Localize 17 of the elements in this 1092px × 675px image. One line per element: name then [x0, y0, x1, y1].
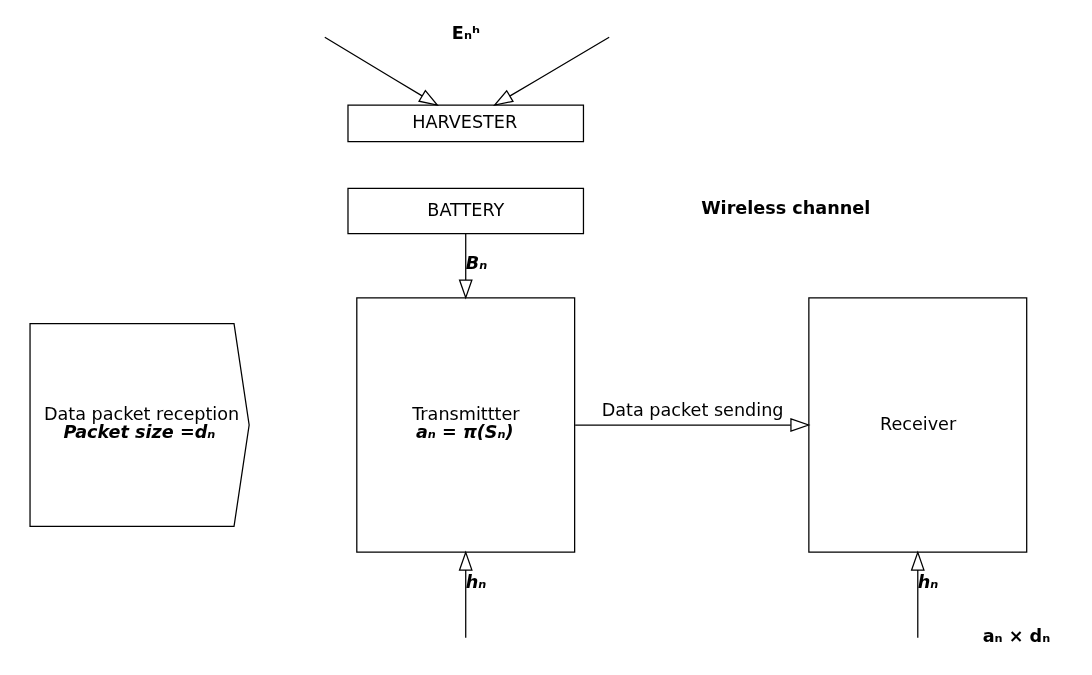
label: Eₙʰ: [451, 23, 480, 44]
arrow: [324, 36, 439, 107]
arrow: [910, 550, 925, 639]
edge-label: hₙ: [465, 571, 487, 592]
arrow: [493, 36, 610, 107]
label: aₙ × dₙ: [982, 626, 1051, 647]
edge-label: Data packet sending: [601, 400, 784, 421]
edge-label: hₙ: [917, 571, 939, 592]
edge-label: Bₙ: [465, 253, 488, 274]
arrow: [458, 550, 473, 639]
node-box: Transmittter aₙ = π(Sₙ): [356, 297, 576, 553]
arrow: [458, 233, 473, 300]
arrow: [574, 417, 811, 433]
node-box: BATTERY: [347, 187, 585, 235]
label: Wireless channel: [701, 198, 871, 219]
node-box: HARVESTER: [347, 104, 585, 143]
node-box: Receiver: [808, 297, 1028, 553]
